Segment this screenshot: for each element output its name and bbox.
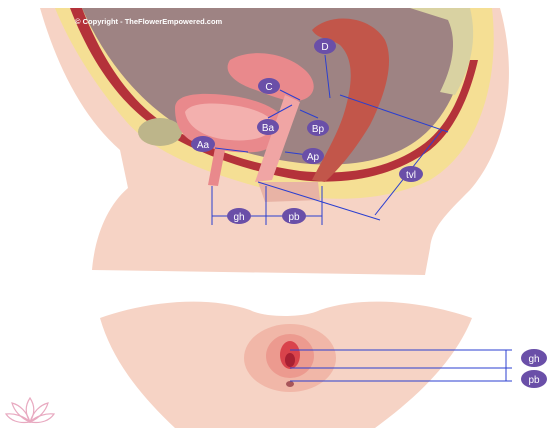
point-label-c: C xyxy=(258,78,280,94)
svg-text:pb: pb xyxy=(288,212,300,223)
point-label-ba: Ba xyxy=(257,119,279,135)
svg-text:C: C xyxy=(265,82,272,93)
point-label-aa: Aa xyxy=(191,136,215,152)
lotus-logo-icon xyxy=(6,398,54,423)
legend-label-pb: pb xyxy=(521,370,547,388)
sagittal-section xyxy=(40,8,509,275)
measure-label-pb: pb xyxy=(282,208,306,224)
svg-text:D: D xyxy=(321,42,328,53)
point-label-tvl: tvl xyxy=(399,166,423,182)
measure-label-gh: gh xyxy=(227,208,251,224)
point-label-bp: Bp xyxy=(307,120,329,136)
svg-text:Bp: Bp xyxy=(312,124,325,135)
point-label-ap: Ap xyxy=(302,148,324,164)
anus xyxy=(286,381,294,387)
svg-text:Aa: Aa xyxy=(197,140,210,151)
external-view: gh pb xyxy=(100,302,547,428)
pubic-bone xyxy=(138,118,182,146)
copyright-notice: © Copyright - TheFlowerEmpowered.com xyxy=(75,17,223,26)
legend-label-gh: gh xyxy=(521,349,547,367)
svg-text:Ba: Ba xyxy=(262,123,275,134)
svg-text:gh: gh xyxy=(233,212,244,223)
svg-text:tvl: tvl xyxy=(406,170,416,181)
svg-text:gh: gh xyxy=(528,354,539,365)
vaginal-opening xyxy=(285,353,295,367)
point-label-d: D xyxy=(314,38,336,54)
svg-text:Ap: Ap xyxy=(307,152,320,163)
svg-text:pb: pb xyxy=(528,375,540,386)
